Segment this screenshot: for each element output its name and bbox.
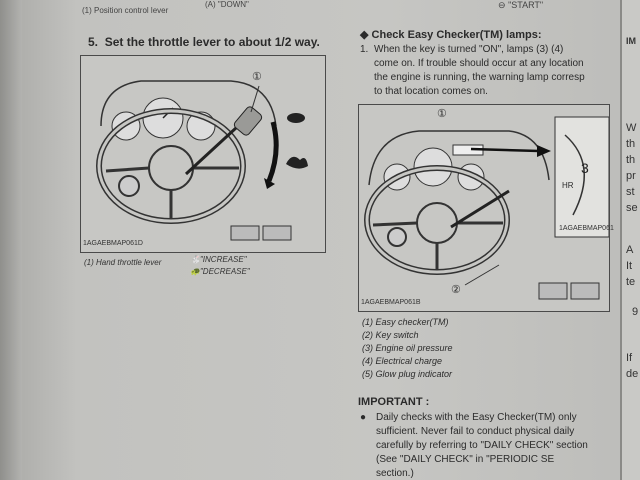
rabbit-small-icon: 🐇 xyxy=(190,255,200,264)
list-item: (3) Engine oil pressure xyxy=(362,343,453,353)
para-line-2: come on. If trouble should occur at any … xyxy=(374,58,584,69)
caption-decrease: 🐢"DECREASE" xyxy=(190,267,250,276)
checker-callout-2: ② xyxy=(451,284,461,296)
para-line-3: the engine is running, the warning lamp … xyxy=(374,72,585,83)
step-5: 5. Set the throttle lever to about 1/2 w… xyxy=(88,35,320,49)
caption-increase: 🐇"INCREASE" xyxy=(190,255,247,264)
edge-text: IM xyxy=(626,36,636,46)
header-caption-left: (1) Position control lever xyxy=(82,6,169,15)
inset-code: 1AGAEBMAP061 xyxy=(559,225,614,232)
edge-text: It xyxy=(626,260,633,272)
turtle-small-icon: 🐢 xyxy=(190,267,200,276)
throttle-figure: ① 1AGAEBMAP061D xyxy=(80,55,326,253)
edge-text: th xyxy=(626,154,636,166)
important-bullet-icon: ● xyxy=(360,412,367,423)
adjacent-page-edge xyxy=(620,0,640,480)
svg-text:3: 3 xyxy=(581,160,589,176)
para-line-1: When the key is turned "ON", lamps (3) (… xyxy=(374,44,564,55)
important-line-3: carefully by referring to "DAILY CHECK" … xyxy=(376,440,588,451)
checker-figure-code: 1AGAEBMAP061B xyxy=(361,299,421,306)
edge-text: pr xyxy=(626,170,636,182)
edge-text: st xyxy=(626,186,635,198)
edge-text: te xyxy=(626,276,636,288)
important-heading: IMPORTANT : xyxy=(358,396,430,408)
dashboard-checker-illustration: 3 xyxy=(364,116,610,300)
list-item: (2) Key switch xyxy=(362,330,419,340)
figure-code: 1AGAEBMAP061D xyxy=(83,240,143,247)
checker-callout-1: ① xyxy=(437,108,447,120)
list-item: (1) Easy checker(TM) xyxy=(362,317,449,327)
important-line-1: Daily checks with the Easy Checker(TM) o… xyxy=(376,412,577,423)
edge-text: 9 xyxy=(632,306,639,318)
edge-text: th xyxy=(626,138,636,150)
diamond-bullet-icon: ◆ xyxy=(360,29,369,41)
important-line-4: (See "DAILY CHECK" in "PERIODIC SE xyxy=(376,454,555,465)
page-binding xyxy=(0,0,22,480)
inset-label: HR xyxy=(562,181,574,190)
edge-text: If xyxy=(626,352,633,364)
list-item: (5) Glow plug indicator xyxy=(362,369,453,379)
section-heading: ◆ Check Easy Checker(TM) lamps: xyxy=(360,29,542,41)
step-number: 5. xyxy=(88,35,99,49)
important-line-5: section.) xyxy=(376,468,414,479)
edge-text: de xyxy=(626,368,639,380)
edge-text: se xyxy=(626,202,638,214)
para-line-4: to that location comes on. xyxy=(374,86,488,97)
important-line-2: sufficient. Never fail to conduct physic… xyxy=(376,426,575,437)
step-text: Set the throttle lever to about 1/2 way. xyxy=(104,35,320,49)
dashboard-illustration xyxy=(96,80,308,241)
component-list: (1) Easy checker(TM) (2) Key switch (3) … xyxy=(362,316,453,381)
caption-hand-throttle: (1) Hand throttle lever xyxy=(84,258,162,267)
easy-checker-figure: 3 ① ② HR 1AGAEBMAP061 1AGAEBMAP061B xyxy=(358,104,614,312)
header-code-left: (A) "DOWN" xyxy=(205,0,249,9)
edge-text: A xyxy=(626,244,634,256)
turtle-icon xyxy=(287,113,305,123)
list-item: (4) Electrical charge xyxy=(362,356,443,366)
edge-text: W xyxy=(626,122,637,134)
rabbit-icon xyxy=(286,156,308,169)
figure-callout-1: ① xyxy=(252,71,262,83)
key-icon: ⊖ xyxy=(498,0,506,10)
para-number: 1. xyxy=(360,44,369,55)
header-caption-right: ⊖ "START" xyxy=(498,0,544,10)
